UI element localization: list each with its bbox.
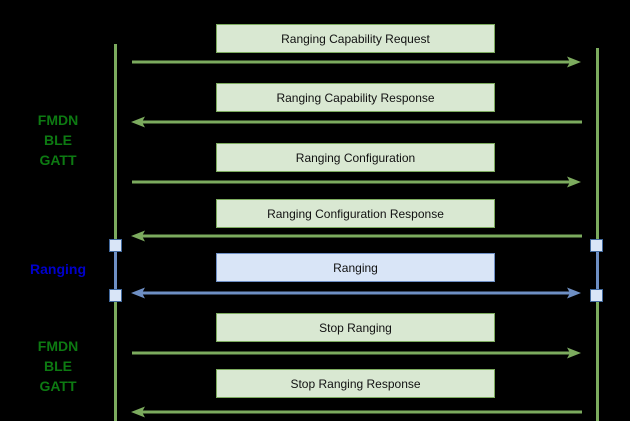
- message-box-ranging-capability-response: Ranging Capability Response: [216, 83, 495, 112]
- ranging-activation-bar-right: [596, 245, 599, 295]
- ranging-activation-end-right[interactable]: [590, 289, 603, 302]
- phase-label-ranging: Ranging: [30, 261, 86, 277]
- message-box-stop-ranging: Stop Ranging: [216, 313, 495, 342]
- message-arrow-stop-ranging-response: [130, 404, 582, 420]
- message-arrow-ranging: [130, 285, 582, 301]
- message-arrow-ranging-capability-response: [130, 114, 582, 130]
- ranging-activation-end-left[interactable]: [109, 289, 122, 302]
- message-arrow-ranging-capability-request: [130, 54, 582, 70]
- ranging-activation-start-left[interactable]: [109, 239, 122, 252]
- ranging-activation-start-right[interactable]: [590, 239, 603, 252]
- message-arrow-ranging-configuration: [130, 174, 582, 190]
- message-box-ranging-configuration-response: Ranging Configuration Response: [216, 199, 495, 228]
- ranging-activation-bar-left: [114, 245, 117, 295]
- phase-label-fmdn-ble-gatt-top: FMDN BLE GATT: [37, 112, 79, 168]
- message-box-ranging: Ranging: [216, 253, 495, 282]
- phase-label-fmdn-ble-gatt-bottom: FMDN BLE GATT: [37, 338, 79, 394]
- message-box-ranging-configuration: Ranging Configuration: [216, 143, 495, 172]
- message-arrow-stop-ranging: [130, 345, 582, 361]
- message-box-stop-ranging-response: Stop Ranging Response: [216, 369, 495, 398]
- message-box-ranging-capability-request: Ranging Capability Request: [216, 24, 495, 53]
- left-lifeline: [114, 44, 117, 421]
- right-lifeline: [596, 48, 599, 421]
- message-arrow-ranging-configuration-response: [130, 228, 582, 244]
